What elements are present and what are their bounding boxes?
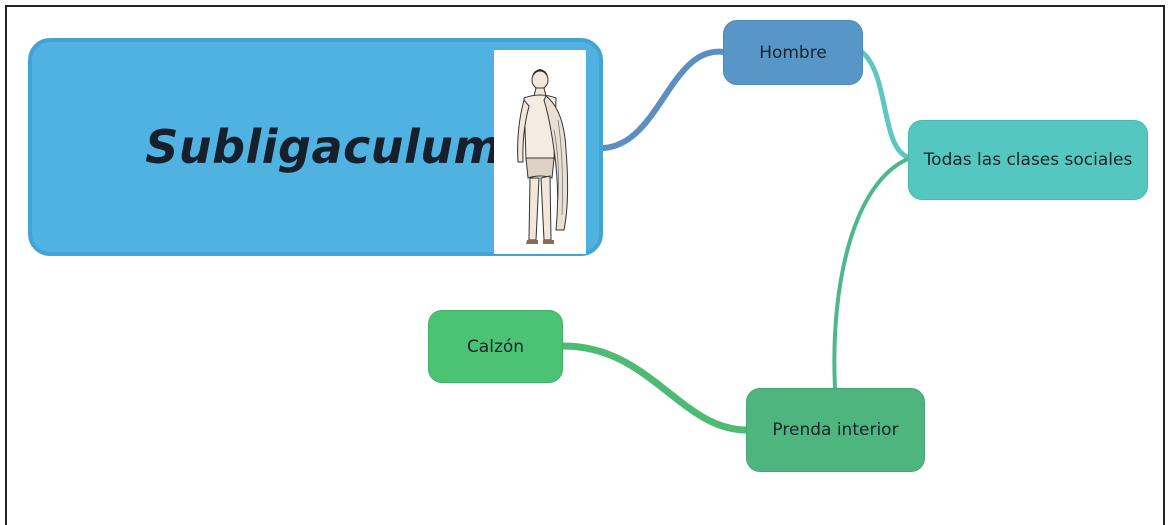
central-node[interactable]: Subligaculum [28,38,603,256]
node-hombre[interactable]: Hombre [723,20,863,85]
link-main-hombre [600,48,727,151]
node-calzon-label: Calzón [466,336,525,357]
link-prenda-calzon [558,342,751,434]
link-hombre-todas [859,49,913,161]
figure-illustration [494,50,586,254]
node-calzon[interactable]: Calzón [428,310,563,383]
central-node-title: Subligaculum [145,120,502,174]
toga-figure-icon [517,69,569,244]
node-hombre-label: Hombre [759,42,827,63]
node-prenda-label: Prenda interior [772,420,899,440]
node-prenda-interior[interactable]: Prenda interior [746,388,925,472]
link-todas-prenda [832,156,912,390]
node-todas-label: Todas las clases sociales [923,150,1133,170]
node-todas-las-clases-sociales[interactable]: Todas las clases sociales [908,120,1148,200]
